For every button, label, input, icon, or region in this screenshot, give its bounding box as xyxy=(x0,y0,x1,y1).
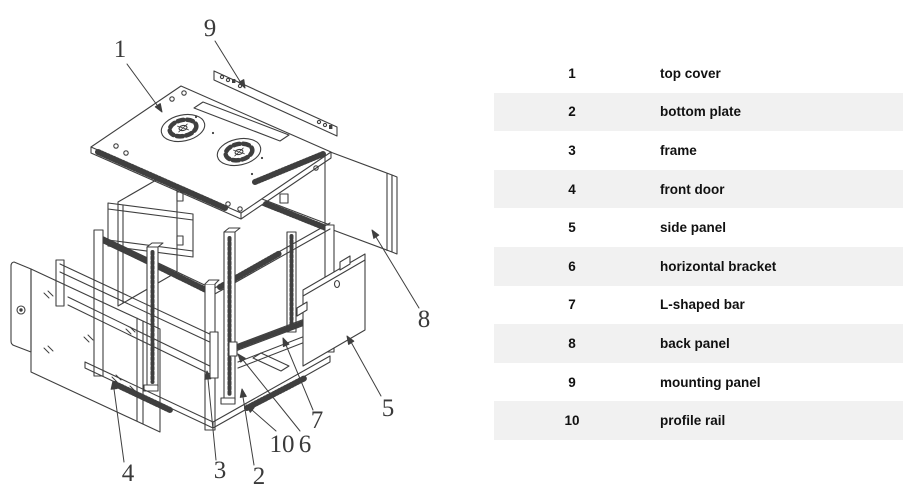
table-row: 5 side panel xyxy=(494,208,903,247)
table-row: 4 front door xyxy=(494,169,903,209)
part-label: L-shaped bar xyxy=(660,297,745,313)
part-number: 5 xyxy=(568,220,576,236)
table-row: 9 mounting panel xyxy=(494,363,903,402)
part-number: 4 xyxy=(568,181,576,197)
part-label: frame xyxy=(660,142,697,158)
callout-7: 7 xyxy=(311,407,324,434)
exploded-cabinet-diagram: 1 9 8 5 4 3 2 10 6 7 xyxy=(10,15,431,487)
callout-9: 9 xyxy=(204,15,217,42)
part-label: front door xyxy=(660,181,725,197)
part-number: 2 xyxy=(568,104,576,120)
part-label: side panel xyxy=(660,220,727,236)
part-number: 9 xyxy=(568,374,576,390)
table-row: 3 frame xyxy=(494,131,903,170)
table-row: 7 L-shaped bar xyxy=(494,286,903,325)
fan-grille xyxy=(160,113,206,143)
part-front-door xyxy=(10,261,161,433)
callout-10: 10 xyxy=(270,431,295,458)
part-number: 10 xyxy=(564,413,580,429)
part-number: 6 xyxy=(568,258,576,274)
part-top-cover xyxy=(90,85,332,220)
fan-grille xyxy=(216,137,262,167)
part-profile-rails xyxy=(143,227,241,405)
callout-8: 8 xyxy=(418,306,431,333)
part-label: top cover xyxy=(660,65,721,81)
part-label: bottom plate xyxy=(660,104,741,120)
table-row: 2 bottom plate xyxy=(494,92,903,132)
callout-4: 4 xyxy=(122,460,135,487)
part-label: horizontal bracket xyxy=(660,258,777,274)
glass-marks xyxy=(43,290,136,394)
part-label: profile rail xyxy=(660,413,726,429)
part-back-panel xyxy=(324,149,398,255)
part-number: 1 xyxy=(568,65,576,81)
part-label: mounting panel xyxy=(660,374,761,390)
table-row: 1 top cover xyxy=(494,54,903,93)
callout-numbers: 1 9 8 5 4 3 2 10 6 7 xyxy=(114,15,431,487)
part-number: 7 xyxy=(568,297,576,313)
table-row: 10 profile rail xyxy=(494,401,903,440)
callout-5: 5 xyxy=(382,395,395,422)
parts-legend: 1 top cover 2 bottom plate 3 frame 4 fro… xyxy=(494,54,903,440)
part-number: 8 xyxy=(568,335,576,351)
part-number: 3 xyxy=(568,142,576,158)
callout-1: 1 xyxy=(114,36,127,63)
callout-2: 2 xyxy=(253,463,266,487)
callout-leaders xyxy=(110,40,420,466)
callout-3: 3 xyxy=(214,457,227,484)
part-label: back panel xyxy=(660,335,730,351)
table-row: 8 back panel xyxy=(494,324,903,363)
callout-6: 6 xyxy=(299,431,312,458)
part-mounting-panel xyxy=(213,70,338,137)
table-row: 6 horizontal bracket xyxy=(494,246,903,286)
